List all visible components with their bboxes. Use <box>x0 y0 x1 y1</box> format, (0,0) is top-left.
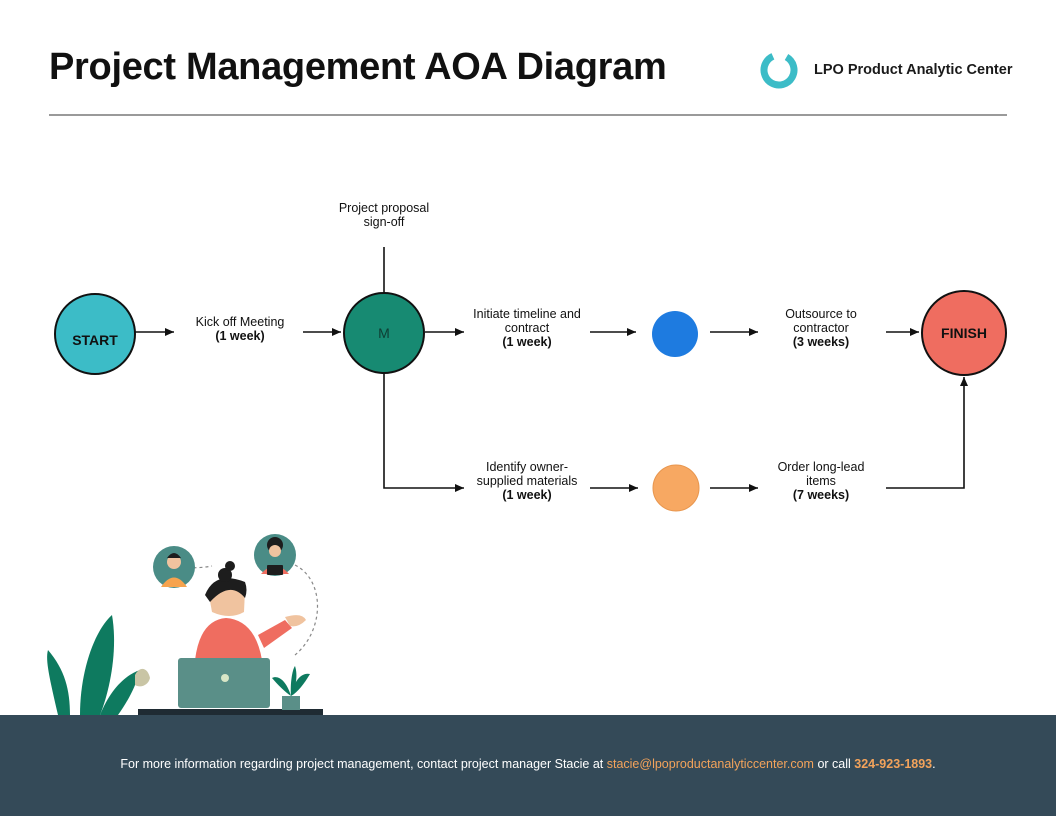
node-finish-label: FINISH <box>941 325 987 341</box>
footer-text-before: For more information regarding project m… <box>120 757 607 771</box>
activity-timeline: Initiate timeline and contract (1 week) <box>472 307 582 349</box>
footer-phone-link[interactable]: 324-923-1893 <box>854 757 933 771</box>
activity-kickoff-duration: (1 week) <box>215 329 265 343</box>
activity-outsource: Outsource to contractor (3 weeks) <box>766 307 876 349</box>
header-divider <box>49 114 1007 116</box>
activity-outsource-duration: (3 weeks) <box>792 335 850 349</box>
node-m-label: M <box>378 325 390 341</box>
donut-ring-logo-icon <box>760 51 798 89</box>
activity-timeline-duration: (1 week) <box>502 335 552 349</box>
footer-text-after: . <box>932 757 936 771</box>
person-at-laptop-illustration-icon <box>47 534 323 715</box>
footer-contact-text: For more information regarding project m… <box>0 757 1056 771</box>
brand: LPO Product Analytic Center <box>756 46 1012 94</box>
arrow-m-identify <box>383 373 464 492</box>
activity-identify-duration: (1 week) <box>502 488 552 502</box>
activity-identify-text: Identify owner-supplied materials <box>476 460 578 488</box>
page-title: Project Management AOA Diagram <box>49 46 667 88</box>
node-start-label: START <box>72 331 118 348</box>
footer-email-link[interactable]: stacie@lpoproductanalyticcenter.com <box>606 757 814 771</box>
node-start <box>54 293 136 375</box>
activity-outsource-text: Outsource to contractor <box>785 307 857 335</box>
activity-proposal-text: Project proposal sign-off <box>338 201 430 229</box>
activity-proposal: Project proposal sign-off <box>329 201 439 229</box>
node-finish <box>921 290 1007 376</box>
activity-kickoff: Kick off Meeting (1 week) <box>180 315 300 343</box>
footer-text-middle: or call <box>813 757 855 771</box>
node-blue <box>652 311 698 357</box>
activity-order-duration: (7 weeks) <box>792 488 850 502</box>
arrow-order-finish <box>886 377 968 489</box>
activity-timeline-text: Initiate timeline and contract <box>473 307 581 335</box>
activity-identify: Identify owner-supplied materials (1 wee… <box>468 460 586 502</box>
activity-kickoff-text: Kick off Meeting <box>195 315 285 329</box>
activity-order-text: Order long-lead items <box>777 460 865 488</box>
footer: For more information regarding project m… <box>0 715 1056 816</box>
activity-order: Order long-lead items (7 weeks) <box>766 460 876 502</box>
node-m <box>343 292 425 374</box>
brand-name: LPO Product Analytic Center <box>814 62 1013 78</box>
node-orange <box>652 464 700 512</box>
